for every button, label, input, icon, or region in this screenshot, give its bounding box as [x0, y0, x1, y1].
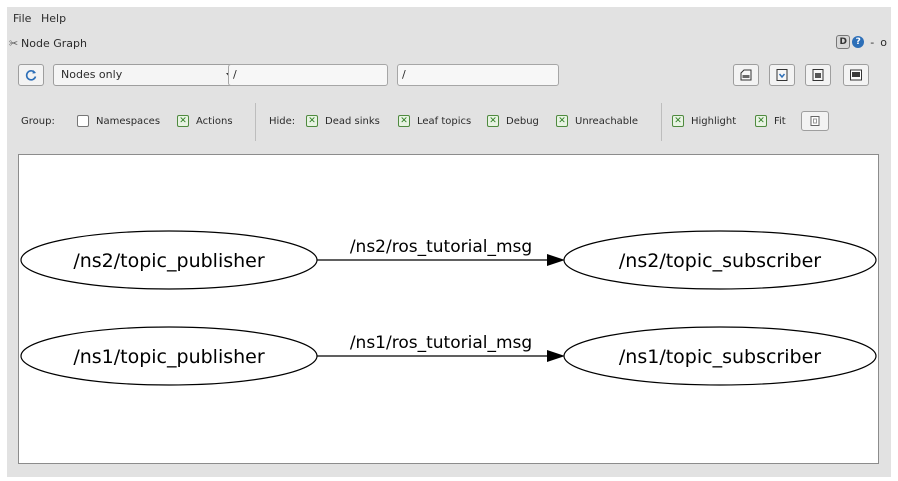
edge-ns2-ros-tutorial-msg[interactable]: /ns2/ros_tutorial_msg: [317, 237, 565, 266]
save-dot-button[interactable]: [769, 64, 795, 86]
node-label: /ns2/topic_subscriber: [619, 250, 821, 272]
save-dot-icon: [776, 69, 788, 81]
hide-label: Hide:: [269, 116, 296, 127]
node-ns2-topic-publisher[interactable]: /ns2/topic_publisher: [20, 230, 318, 290]
graph-type-select[interactable]: Nodes only: [53, 64, 247, 86]
plugin-title-bar: ✂ Node Graph D ? - o: [7, 35, 891, 53]
save-image-icon: [850, 69, 862, 81]
fit-view-icon: [810, 116, 820, 126]
unreachable-checkbox[interactable]: ✕: [556, 115, 568, 127]
edge-ns1-ros-tutorial-msg[interactable]: /ns1/ros_tutorial_msg: [317, 333, 565, 362]
divider: [661, 103, 662, 141]
debug-label: Debug: [506, 116, 539, 127]
group-label: Group:: [21, 116, 55, 127]
highlight-label: Highlight: [691, 116, 737, 127]
save-svg-icon: [812, 69, 824, 81]
refresh-icon: [25, 70, 37, 81]
dock-button[interactable]: D: [836, 35, 851, 49]
node-ns2-topic-subscriber[interactable]: /ns2/topic_subscriber: [563, 230, 877, 290]
save-image-button[interactable]: [843, 64, 869, 86]
load-dot-button[interactable]: [733, 64, 759, 86]
menu-help[interactable]: Help: [41, 12, 67, 25]
debug-checkbox[interactable]: ✕: [487, 115, 499, 127]
node-filter-input[interactable]: /: [228, 64, 388, 86]
plugin-tool-icon: ✂: [9, 37, 19, 50]
node-label: /ns2/topic_publisher: [73, 250, 265, 272]
menu-bar: File Help: [7, 7, 891, 29]
node-ns1-topic-publisher[interactable]: /ns1/topic_publisher: [20, 326, 318, 386]
edge-label: /ns1/ros_tutorial_msg: [350, 333, 532, 353]
fit-view-button[interactable]: [801, 111, 829, 131]
app-window: File Help ✂ Node Graph D ? - o Nodes onl…: [7, 7, 891, 477]
actions-checkbox[interactable]: ✕: [177, 115, 189, 127]
close-button[interactable]: o: [880, 35, 887, 49]
topic-filter-input[interactable]: /: [397, 64, 559, 86]
toolbar: Nodes only / /: [7, 63, 891, 89]
graph-view: /ns2/topic_publisher /ns2/ros_tutorial_m…: [20, 230, 877, 386]
fit-label: Fit: [774, 116, 786, 127]
graph-type-value: Nodes only: [61, 68, 123, 81]
plugin-title: Node Graph: [21, 37, 87, 50]
node-label: /ns1/topic_subscriber: [619, 346, 821, 368]
menu-file[interactable]: File: [13, 12, 32, 25]
leaf-topics-label: Leaf topics: [417, 116, 472, 127]
leaf-topics-checkbox[interactable]: ✕: [398, 115, 410, 127]
node-ns1-topic-subscriber[interactable]: /ns1/topic_subscriber: [563, 326, 877, 386]
graph-canvas[interactable]: /ns2/topic_publisher /ns2/ros_tutorial_m…: [18, 154, 879, 464]
namespaces-checkbox[interactable]: [77, 115, 89, 127]
edge-label: /ns2/ros_tutorial_msg: [350, 237, 532, 257]
highlight-checkbox[interactable]: ✕: [672, 115, 684, 127]
dead-sinks-checkbox[interactable]: ✕: [306, 115, 318, 127]
refresh-button[interactable]: [18, 64, 44, 86]
filter-bar: Group: Namespaces ✕ Actions Hide: ✕ Dead…: [7, 103, 891, 143]
actions-label: Actions: [196, 116, 233, 127]
unreachable-label: Unreachable: [575, 116, 639, 127]
open-file-icon: [740, 69, 752, 81]
title-buttons: D ? - o: [836, 35, 887, 49]
save-svg-button[interactable]: [805, 64, 831, 86]
node-label: /ns1/topic_publisher: [73, 346, 265, 368]
namespaces-label: Namespaces: [96, 116, 161, 127]
divider: [255, 103, 256, 141]
minimize-button[interactable]: -: [870, 35, 875, 49]
fit-checkbox[interactable]: ✕: [755, 115, 767, 127]
help-icon[interactable]: ?: [852, 36, 865, 48]
dead-sinks-label: Dead sinks: [325, 116, 380, 127]
